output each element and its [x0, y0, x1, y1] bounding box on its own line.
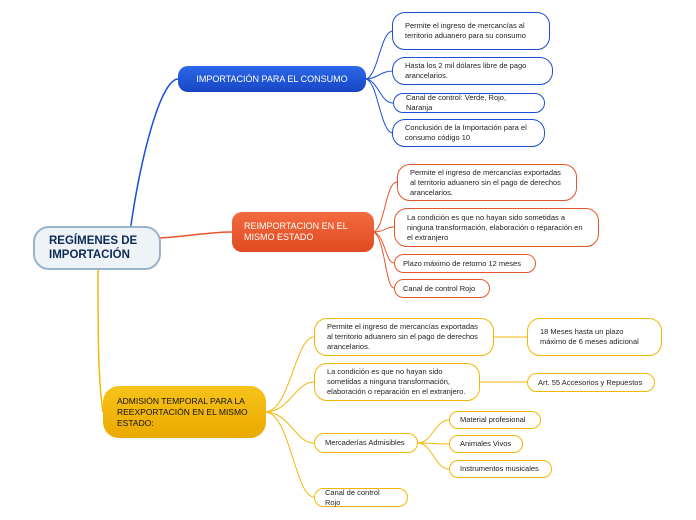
reimportacion-item-1[interactable]: Permite el ingreso de mercancías exporta…: [397, 164, 577, 201]
item-text: La condición es que no hayan sido someti…: [407, 212, 583, 242]
link-consumo-1: [364, 30, 394, 80]
consumo-item-4[interactable]: Conclusión de la Importación para el con…: [392, 119, 545, 147]
link-consumo-4: [364, 78, 394, 134]
item-text: Canal de control Rojo: [325, 487, 380, 507]
root-label: REGÍMENES DE IMPORTACIÓN: [49, 235, 138, 261]
admision-item-1[interactable]: Permite el ingreso de mercancías exporta…: [314, 318, 494, 356]
link-adm-1: [264, 336, 315, 413]
link-root-admision: [97, 269, 104, 413]
reimportacion-item-3[interactable]: Plazo máximo de retorno 12 meses: [394, 254, 536, 273]
item-text: Permite el ingreso de mercancías exporta…: [410, 167, 561, 197]
consumo-item-1[interactable]: Permite el ingreso de mercancías al terr…: [392, 12, 550, 50]
item-text: Art. 55 Accesorios y Repuestos: [538, 377, 643, 387]
link-root-reimportacion: [159, 231, 233, 239]
link-adm-3-3: [417, 442, 450, 470]
link-adm-3-1: [417, 419, 450, 444]
branch-importacion-consumo[interactable]: IMPORTACIÓN PARA EL CONSUMO: [178, 66, 366, 92]
reimportacion-item-4[interactable]: Canal de control Rojo: [394, 279, 490, 298]
item-text: Canal de control: Verde, Rojo, Naranja: [406, 93, 507, 112]
item-text: Permite el ingreso de mercancías exporta…: [327, 322, 478, 351]
admision-item-2[interactable]: La condición es que no hayan sido someti…: [314, 363, 480, 401]
link-consumo-3: [364, 78, 394, 104]
link-root-consumo: [129, 78, 179, 233]
item-text: Instrumentos musicales: [460, 464, 539, 473]
admision-item-2-child-1[interactable]: Art. 55 Accesorios y Repuestos: [527, 373, 655, 392]
item-text: Plazo máximo de retorno 12 meses: [403, 258, 521, 268]
link-reimp-3: [371, 231, 395, 264]
root-node[interactable]: REGÍMENES DE IMPORTACIÓN: [33, 226, 161, 270]
link-reimp-2: [371, 226, 395, 233]
admision-item-3-child-3[interactable]: Instrumentos musicales: [449, 460, 552, 478]
admision-item-3-child-1[interactable]: Material profesional: [449, 411, 541, 429]
item-text: Material profesional: [460, 415, 526, 424]
link-adm-4: [264, 411, 315, 498]
admision-item-3[interactable]: Mercaderías Admisibles: [314, 433, 418, 453]
consumo-item-3[interactable]: Canal de control: Verde, Rojo, Naranja: [393, 93, 545, 113]
branch-label: IMPORTACIÓN PARA EL CONSUMO: [196, 73, 348, 84]
admision-item-1-child-1[interactable]: 18 Meses hasta un plazo máximo de 6 mese…: [527, 318, 662, 356]
link-adm-2: [264, 381, 315, 413]
branch-label: ADMISIÓN TEMPORAL PARA LA REEXPORTACIÓN …: [117, 395, 248, 428]
admision-item-4[interactable]: Canal de control Rojo: [314, 488, 408, 507]
branch-admision-temporal[interactable]: ADMISIÓN TEMPORAL PARA LA REEXPORTACIÓN …: [103, 386, 266, 438]
item-text: Animales Vivos: [460, 439, 512, 448]
link-consumo-2: [364, 70, 394, 80]
branch-label: REIMPORTACION EN EL MISMO ESTADO: [244, 221, 348, 242]
item-text: La condición es que no hayan sido someti…: [327, 367, 466, 396]
item-text: Canal de control Rojo: [403, 283, 476, 293]
link-reimp-1: [371, 181, 398, 233]
branch-reimportacion[interactable]: REIMPORTACION EN EL MISMO ESTADO: [232, 212, 374, 252]
link-adm-3: [264, 411, 315, 444]
item-text: 18 Meses hasta un plazo máximo de 6 mese…: [540, 327, 639, 346]
admision-item-3-child-2[interactable]: Animales Vivos: [449, 435, 523, 453]
item-text: Conclusión de la Importación para el con…: [405, 123, 527, 142]
item-text: Permite el ingreso de mercancías al terr…: [405, 21, 526, 40]
consumo-item-2[interactable]: Hasta los 2 mil dólares libre de pago ar…: [392, 57, 553, 85]
item-text: Hasta los 2 mil dólares libre de pago ar…: [405, 61, 527, 80]
reimportacion-item-2[interactable]: La condición es que no hayan sido someti…: [394, 208, 599, 247]
item-text: Mercaderías Admisibles: [325, 438, 405, 447]
link-reimp-4: [371, 231, 395, 289]
